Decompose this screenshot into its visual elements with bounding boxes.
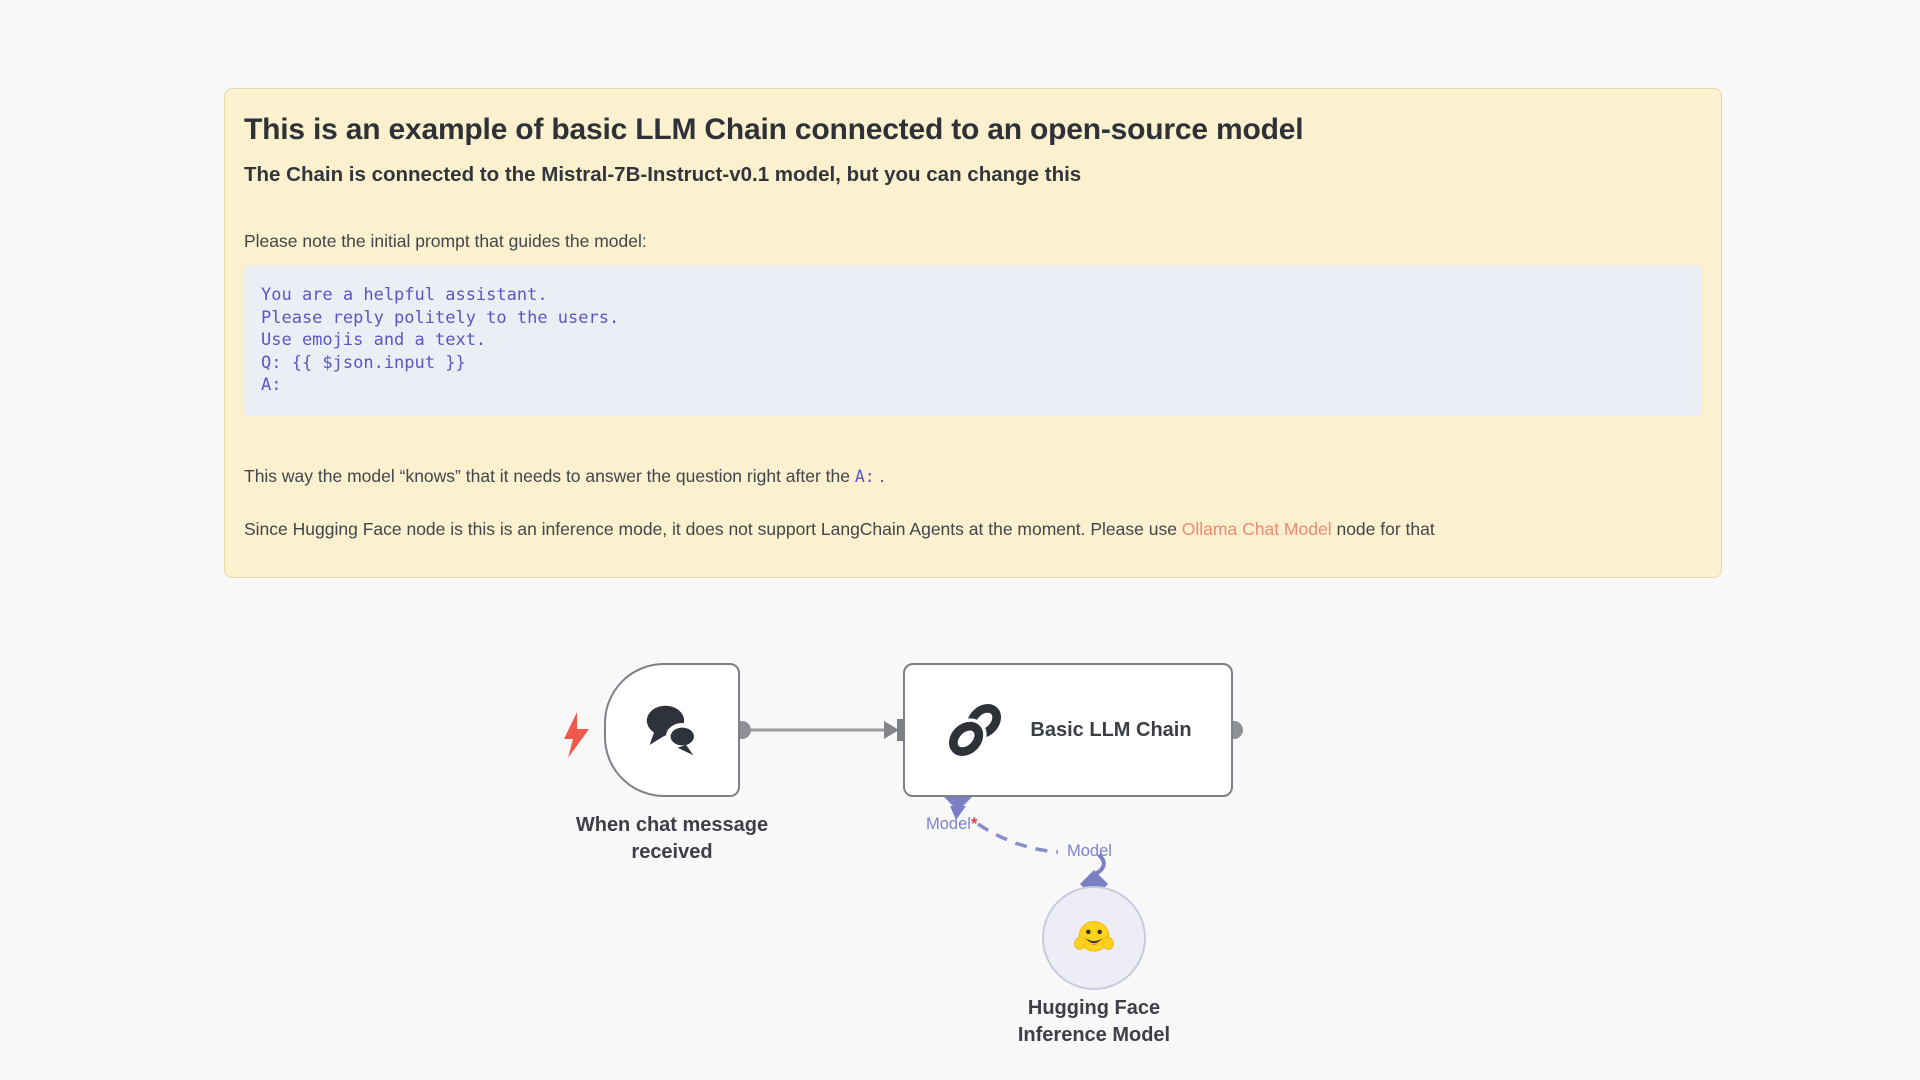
basic-llm-chain-node[interactable]: Basic LLM Chain (903, 663, 1233, 797)
note-explanation: This way the model “knows” that it needs… (244, 465, 1702, 488)
note-title: This is an example of basic LLM Chain co… (244, 113, 1304, 146)
chain-model-port-label: Model* (926, 815, 977, 834)
hugging-face-node[interactable] (1042, 886, 1146, 990)
lightning-bolt-icon (564, 712, 589, 758)
note-intro: Please note the initial prompt that guid… (244, 231, 647, 251)
chain-link-icon (946, 703, 1002, 760)
chat-bubbles-icon (646, 705, 699, 756)
prompt-code-block: You are a helpful assistant. Please repl… (244, 265, 1702, 416)
note-subtitle: The Chain is connected to the Mistral-7B… (244, 163, 1082, 186)
required-asterisk: * (970, 815, 978, 833)
note-footer-text: Since Hugging Face node is this is an in… (244, 518, 1182, 539)
hugging-face-icon (1074, 920, 1114, 952)
chat-trigger-node[interactable] (604, 663, 740, 797)
note-footer-tail: node for that (1331, 518, 1435, 539)
hugging-face-node-label: Hugging Face Inference Model (1017, 997, 1171, 1046)
hf-model-port-label: Model (1067, 842, 1112, 860)
connection-arrowhead-icon (884, 721, 899, 739)
chain-node-title: Basic LLM Chain (1030, 718, 1192, 741)
note-explanation-tail: . (874, 465, 885, 486)
sticky-note[interactable]: This is an example of basic LLM Chain co… (224, 88, 1722, 578)
note-explanation-text: This way the model “knows” that it needs… (244, 465, 855, 486)
trigger-node-label: When chat message received (575, 814, 769, 863)
chain-model-port-label-text: Model (926, 815, 971, 833)
inline-code-a: A: (854, 466, 875, 486)
connection-model-dashed[interactable] (977, 822, 1059, 854)
ollama-chat-model-link[interactable]: Ollama Chat Model (1181, 518, 1332, 539)
note-footer: Since Hugging Face node is this is an in… (244, 518, 1702, 540)
